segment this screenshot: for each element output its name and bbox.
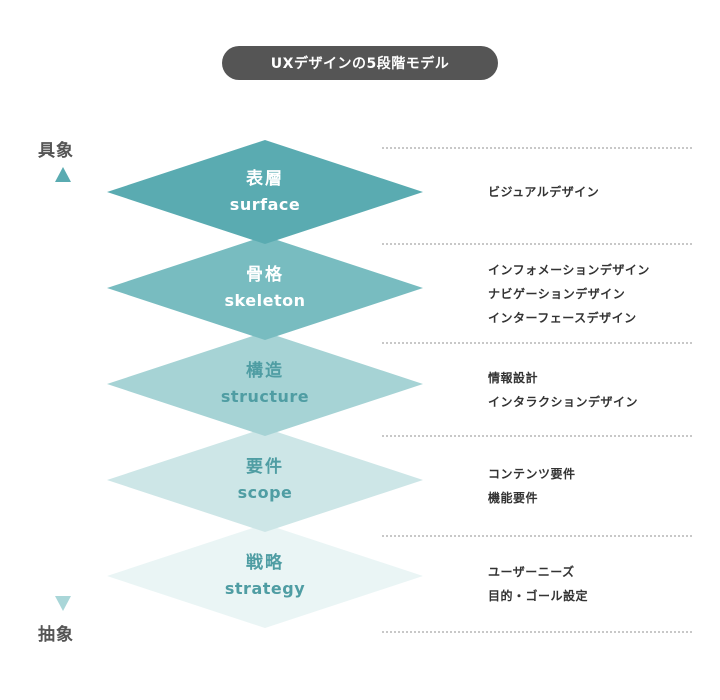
layer-description-structure: 情報設計インタラクションデザイン: [488, 366, 638, 414]
description-item: 情報設計: [488, 371, 539, 385]
layer-description-skeleton: インフォメーションデザインナビゲーションデザインインターフェースデザイン: [488, 258, 650, 330]
axis-top-label: 具象: [38, 141, 74, 161]
layer-jp-label: 骨格: [246, 265, 284, 285]
layer-en-label: strategy: [224, 579, 306, 598]
dotted-separator: [382, 535, 692, 537]
layer-label-structure: 構造 structure: [108, 358, 422, 410]
layer-diamond-skeleton: [107, 236, 423, 340]
dotted-separator: [382, 342, 692, 344]
layer-diamond-strategy: [107, 524, 423, 628]
dotted-separator: [382, 147, 692, 149]
diagram-title: UXデザインの5段階モデル: [222, 46, 498, 80]
description-item: 目的・ゴール設定: [488, 589, 589, 603]
layer-en-label: scope: [237, 483, 293, 502]
description-item: ビジュアルデザイン: [488, 185, 600, 199]
description-item: インタラクションデザイン: [488, 395, 639, 409]
layer-en-label: surface: [229, 195, 301, 214]
layer-jp-label: 戦略: [246, 553, 284, 573]
description-item: 機能要件: [488, 491, 539, 505]
layer-jp-label: 構造: [246, 361, 284, 381]
layer-description-strategy: ユーザーニーズ目的・ゴール設定: [488, 560, 588, 608]
layer-label-scope: 要件 scope: [108, 454, 422, 506]
layer-description-scope: コンテンツ要件機能要件: [488, 462, 576, 510]
layer-jp-label: 表層: [246, 169, 284, 189]
description-item: コンテンツ要件: [488, 467, 576, 481]
description-item: ナビゲーションデザイン: [488, 287, 626, 301]
layer-jp-label: 要件: [246, 457, 284, 477]
layer-diamond-scope: [107, 428, 423, 532]
dotted-separator: [382, 243, 692, 245]
layer-diamond-surface: [107, 140, 423, 244]
description-item: インターフェースデザイン: [488, 311, 637, 325]
layer-diamond-structure: [107, 332, 423, 436]
layer-shapes: [107, 140, 423, 628]
layer-label-strategy: 戦略 strategy: [108, 550, 422, 602]
layer-en-label: structure: [220, 387, 310, 406]
layer-description-surface: ビジュアルデザイン: [488, 180, 599, 204]
vertical-arrow: [55, 167, 71, 611]
layer-label-skeleton: 骨格 skeleton: [108, 262, 422, 314]
description-item: インフォメーションデザイン: [488, 263, 650, 277]
dotted-separator: [382, 631, 692, 633]
layer-label-surface: 表層 surface: [108, 166, 422, 218]
description-item: ユーザーニーズ: [488, 565, 575, 579]
layer-en-label: skeleton: [224, 291, 306, 310]
dotted-separator: [382, 435, 692, 437]
axis-bottom-label: 抽象: [38, 625, 74, 645]
arrow-down-head: [55, 596, 71, 611]
arrow-up-head: [55, 167, 71, 182]
